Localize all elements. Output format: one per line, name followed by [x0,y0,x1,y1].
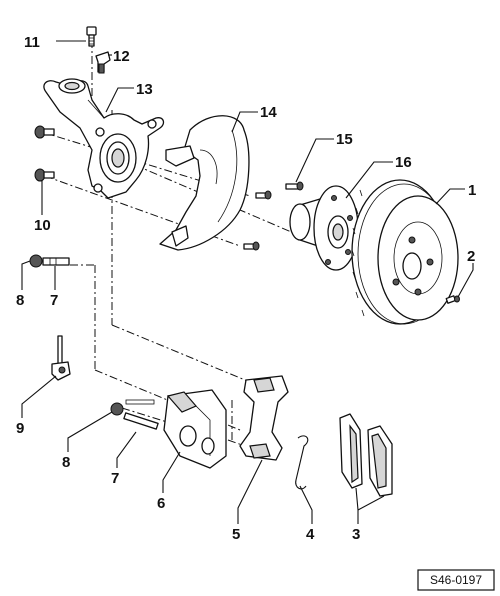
bolt-part-14-upper [255,190,272,200]
guide-pin-part-7-upper [42,257,70,266]
bolt-part-10-upper [34,125,55,139]
callout-1: 1 [468,182,476,199]
cap-part-8-upper [29,254,43,268]
steering-knuckle-part-13 [43,78,165,199]
callout-15: 15 [336,131,353,148]
callout-14: 14 [260,104,277,121]
guide-pin-part-7-lower [123,412,159,430]
callout-7-lower: 7 [111,470,119,487]
callout-9: 9 [16,420,24,437]
speed-sensor-part-12 [95,51,111,74]
leader-lines [21,40,474,524]
bolt-part-14-lower [243,241,260,251]
callout-6: 6 [157,495,165,512]
bolt-part-11 [86,26,97,47]
callout-2: 2 [467,248,475,265]
retaining-spring-part-4 [295,435,309,490]
callout-5: 5 [232,526,240,543]
callout-11: 11 [24,34,40,51]
callout-8-upper: 8 [16,292,24,309]
callout-8-lower: 8 [62,454,70,471]
brake-pad-part-3-outer [367,425,393,497]
brake-disc-part-1 [351,179,459,325]
brake-caliper-part-6 [163,389,227,469]
cap-part-8-lower [110,402,124,416]
callout-7-upper: 7 [50,292,58,309]
bolt-part-10-lower [34,168,55,182]
splash-shield-part-14 [159,115,250,251]
reference-box: S46-0197 [417,569,495,591]
callout-10: 10 [34,217,51,234]
callout-labels: 11 12 13 14 15 16 1 2 10 8 7 9 8 7 6 5 4… [16,34,476,543]
disc-screw-part-2 [445,295,460,304]
hub-bolt-part-15 [285,181,304,191]
callout-12: 12 [113,48,130,65]
callout-3: 3 [352,526,360,543]
callout-16: 16 [395,154,412,171]
spring-part-7-lower [125,399,155,405]
callout-4: 4 [306,526,315,543]
caliper-carrier-part-5 [239,375,289,461]
wheel-hub-part-16 [289,185,359,271]
reference-code: S46-0197 [430,573,482,587]
brake-pad-part-3-inner [339,413,363,489]
callout-13: 13 [136,81,153,98]
brake-hose-part-9 [51,335,71,381]
